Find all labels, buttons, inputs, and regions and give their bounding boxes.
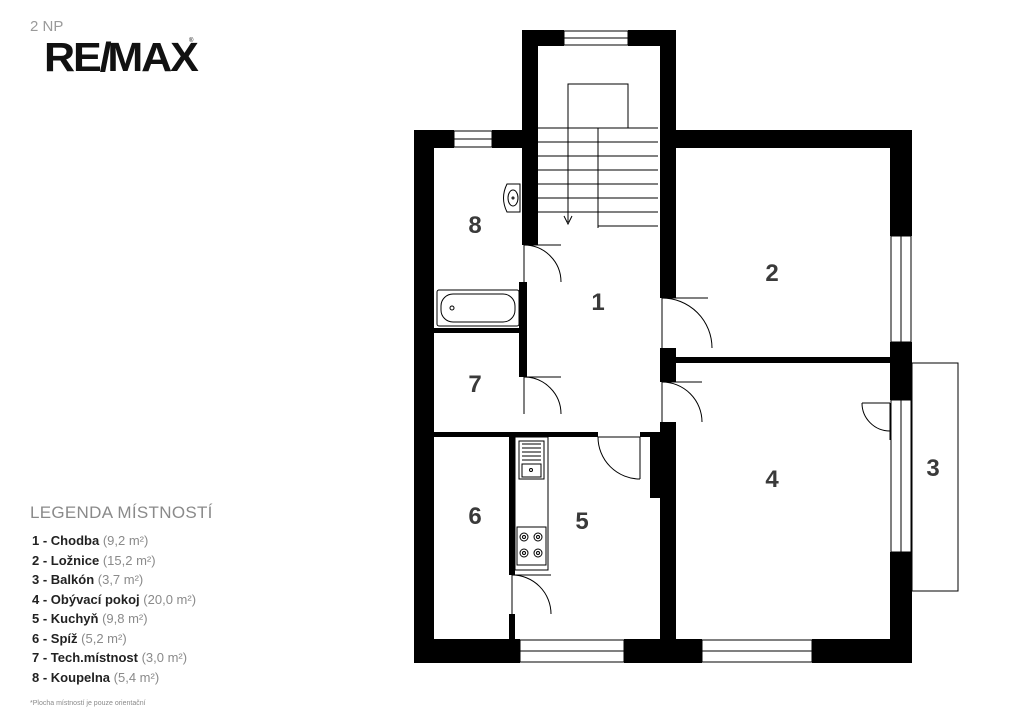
legend-room-name: Spíž xyxy=(50,630,78,646)
wall xyxy=(890,342,912,400)
wall xyxy=(414,130,434,663)
wall xyxy=(509,614,515,639)
registered-mark: ® xyxy=(189,38,194,44)
kitchen-sink xyxy=(518,440,545,480)
legend-room-area: (5,2 m²) xyxy=(81,630,127,646)
legend-room-name: Koupelna xyxy=(50,669,111,685)
walls xyxy=(414,30,912,663)
wall xyxy=(414,639,520,663)
remax-logo: RE/MAX xyxy=(44,34,199,80)
legend-number: 6 xyxy=(32,630,40,646)
legend-room-name: Ložnice xyxy=(50,552,100,568)
legend-room-area: (9,8 m²) xyxy=(102,611,148,626)
wall xyxy=(624,639,702,663)
legend-number: 4 xyxy=(32,591,40,607)
room-number-1: 1 xyxy=(591,289,604,316)
wall xyxy=(640,432,660,437)
balcony-outline xyxy=(911,362,959,592)
legend-number: 1 xyxy=(32,533,40,548)
legend-number: 3 xyxy=(32,572,40,587)
stove xyxy=(516,526,547,566)
legend-number: 7 xyxy=(32,650,40,665)
washbasin xyxy=(503,183,521,213)
kitchen-counter xyxy=(514,436,549,571)
wall xyxy=(812,639,912,663)
wall xyxy=(434,432,598,437)
legend-number: 2 xyxy=(32,552,40,568)
room-number-5: 5 xyxy=(575,508,588,535)
wall xyxy=(509,437,515,575)
room-legend: 1 - Chodba (9,2 m²) 2 - Ložnice (15,2 m²… xyxy=(32,531,196,687)
bathtub xyxy=(436,289,520,327)
wall xyxy=(890,552,912,663)
legend-item: 5 - Kuchyň (9,8 m²) xyxy=(32,611,148,626)
legend-item: 4 - Obývací pokoj (20,0 m²) xyxy=(32,591,197,607)
staircase xyxy=(538,83,658,228)
wall xyxy=(492,130,538,148)
legend-number: 5 xyxy=(32,611,40,626)
legend-room-area: (5,4 m²) xyxy=(113,669,160,685)
windows xyxy=(453,30,912,663)
wall xyxy=(660,348,676,382)
legend-room-name: Chodba xyxy=(50,533,100,548)
legend-room-area: (3,0 m²) xyxy=(141,650,188,665)
wall xyxy=(660,30,676,148)
legend-room-area: (3,7 m²) xyxy=(97,572,144,587)
legend-room-name: Balkón xyxy=(50,572,95,587)
floor-label: 2 NP xyxy=(30,18,64,35)
legend-room-area: (15,2 m²) xyxy=(102,552,156,568)
legend-room-name: Tech.místnost xyxy=(50,650,138,665)
wall xyxy=(650,432,676,498)
legend-item: 6 - Spíž (5,2 m²) xyxy=(32,630,127,646)
wall xyxy=(434,328,524,333)
legend-title: LEGENDA MÍSTNOSTÍ xyxy=(30,503,213,522)
legend-room-name: Kuchyň xyxy=(50,611,99,626)
legend-room-name: Obývací pokoj xyxy=(50,591,140,607)
wall xyxy=(890,130,912,236)
wall xyxy=(660,130,912,148)
room-numbers: 1 2 3 4 5 6 7 8 xyxy=(468,212,939,535)
wall xyxy=(660,498,676,639)
legend-item: 1 - Chodba (9,2 m²) xyxy=(32,533,149,548)
wall xyxy=(660,148,676,298)
legend-item: 2 - Ložnice (15,2 m²) xyxy=(32,552,156,568)
room-number-3: 3 xyxy=(926,455,939,482)
fixtures xyxy=(436,183,549,571)
room-number-8: 8 xyxy=(468,212,481,239)
room-number-2: 2 xyxy=(765,260,778,287)
legend-item: 3 - Balkón (3,7 m²) xyxy=(32,572,144,587)
footnote: *Plocha místností je pouze orientační xyxy=(30,700,146,707)
legend-number: 8 xyxy=(32,669,40,685)
legend-room-area: (20,0 m²) xyxy=(143,591,197,607)
room-number-7: 7 xyxy=(468,371,481,398)
legend-item: 7 - Tech.místnost (3,0 m²) xyxy=(32,650,188,665)
legend-room-area: (9,2 m²) xyxy=(102,533,149,548)
room-number-6: 6 xyxy=(468,503,481,530)
legend-item: 8 - Koupelna (5,4 m²) xyxy=(32,669,160,685)
room-number-4: 4 xyxy=(765,466,779,493)
doors xyxy=(511,244,891,615)
wall xyxy=(676,357,890,363)
